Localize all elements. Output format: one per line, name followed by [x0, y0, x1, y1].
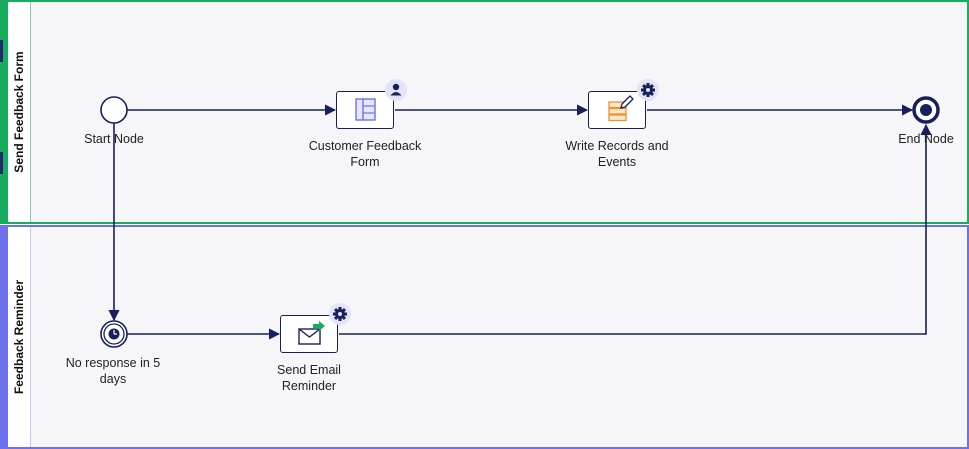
email-send-icon — [298, 321, 325, 345]
clock-icon — [108, 328, 120, 340]
label-write-records-and-events: Write Records and Events — [565, 139, 669, 169]
task-send-email-reminder[interactable] — [280, 315, 338, 353]
lane-edge-mark — [0, 152, 3, 174]
connector-email-to-end — [339, 123, 932, 335]
lane-feedback-reminder[interactable]: Feedback Reminder — [0, 225, 969, 449]
label-send-email-reminder: Send Email Reminder — [277, 363, 341, 393]
records-edit-icon — [608, 95, 634, 122]
gear-icon — [329, 303, 351, 325]
end-event — [912, 96, 940, 124]
form-icon — [355, 98, 376, 121]
label-timer-event: No response in 5 days — [65, 356, 161, 386]
task-customer-feedback-form[interactable] — [336, 91, 394, 129]
timer-event — [100, 320, 128, 348]
lane-header: Feedback Reminder — [8, 227, 31, 447]
user-icon — [385, 79, 407, 101]
label-start-node: Start Node — [84, 132, 144, 146]
lane-send-feedback-form[interactable]: Send Feedback Form — [0, 0, 969, 224]
label-customer-feedback-form: Customer Feedback Form — [308, 139, 422, 169]
gear-icon — [637, 79, 659, 101]
lane-edge-mark — [0, 40, 3, 62]
label-end-node: End Node — [898, 132, 954, 146]
lane-header: Send Feedback Form — [8, 2, 31, 222]
start-event — [100, 96, 128, 124]
task-write-records-and-events[interactable] — [588, 91, 646, 129]
